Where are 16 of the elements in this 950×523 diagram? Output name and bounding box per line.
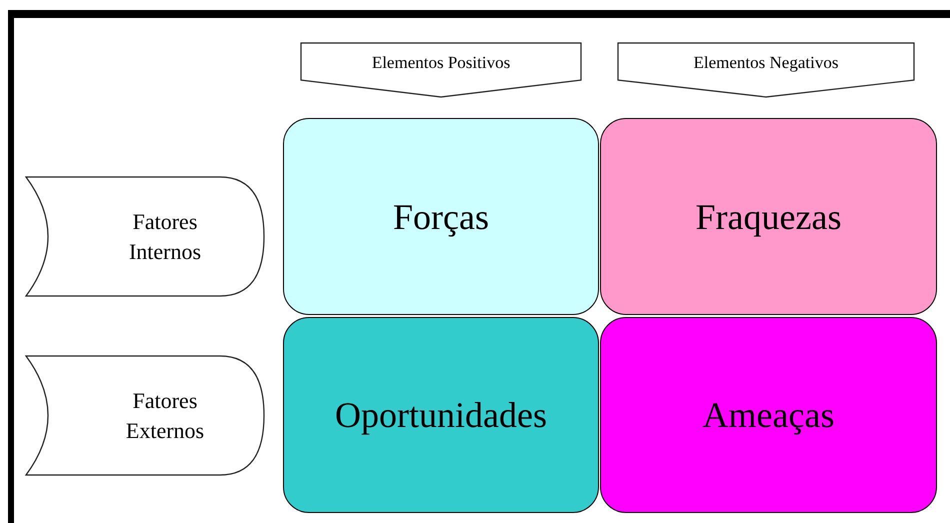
node-label: Fraquezas — [696, 196, 842, 239]
node-label: Oportunidades — [335, 394, 547, 437]
header-pentagon — [300, 42, 582, 98]
node-label: Fatores Externos — [124, 386, 206, 444]
header-pentagon — [617, 42, 915, 98]
side-tab-shape — [25, 176, 265, 297]
quadrant-card — [283, 317, 599, 513]
node-label: Elementos Negativos — [694, 52, 838, 74]
node-label: Ameaças — [702, 394, 834, 437]
quadrant-card — [283, 118, 599, 315]
node-label: Forças — [393, 196, 489, 239]
side-tab-shape — [25, 355, 265, 476]
quadrant-card — [600, 118, 937, 315]
node-label: Elementos Positivos — [372, 52, 510, 74]
quadrant-card — [600, 317, 937, 513]
node-label: Fatores Internos — [128, 208, 202, 266]
